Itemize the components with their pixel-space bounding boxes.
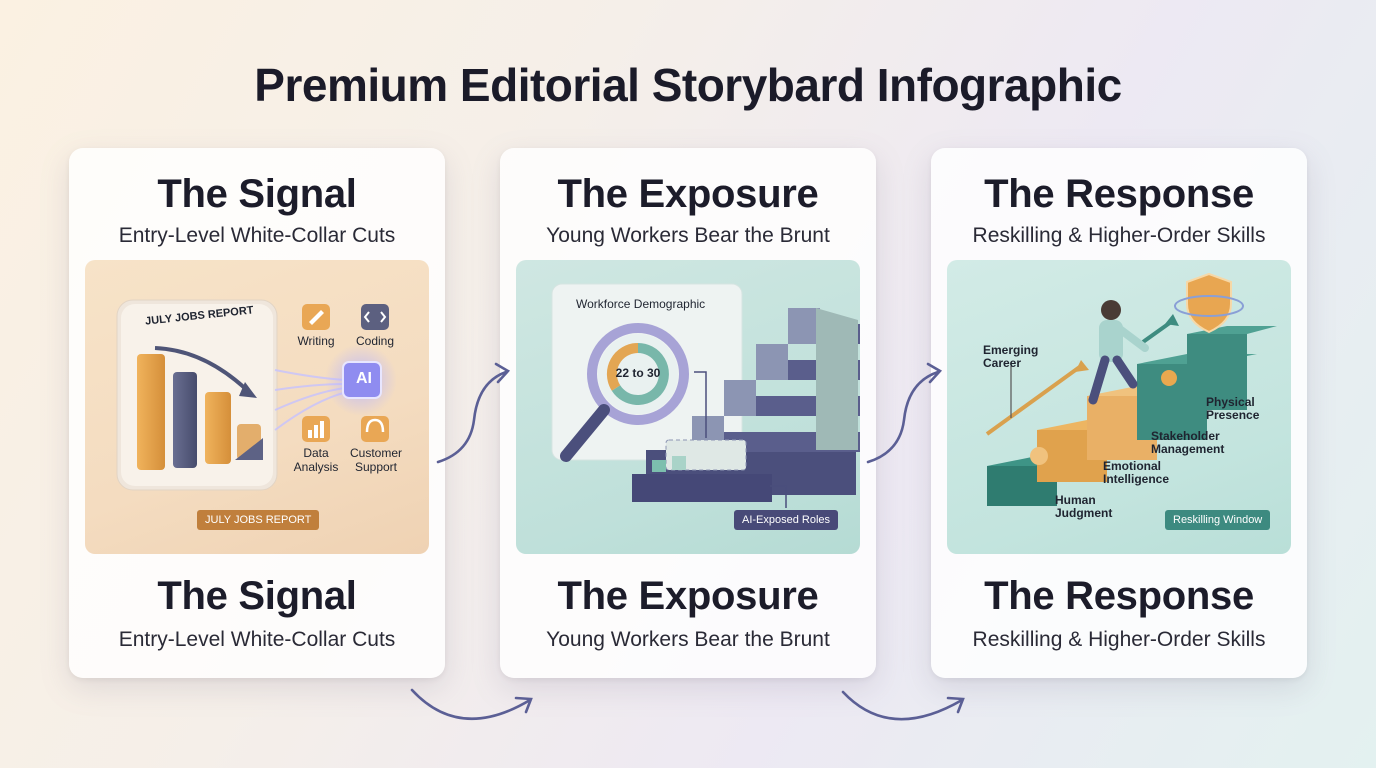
user-icon	[1161, 370, 1177, 386]
category-coding: Coding	[355, 334, 395, 348]
arrow-icon	[514, 696, 533, 714]
arrow-icon	[410, 688, 532, 720]
arrow-icon	[866, 370, 940, 464]
emerging-career-label: Emerging Career	[983, 343, 1039, 370]
bar-2	[173, 372, 197, 468]
panel-signal: The Signal Entry-Level White-Collar Cuts	[69, 148, 445, 678]
head-icon	[1030, 447, 1048, 465]
report-tag: JULY JOBS REPORT	[197, 510, 320, 530]
step-emotional-intelligence: Emotional Intelligence	[1103, 459, 1170, 486]
panel-footer-title: The Signal	[157, 574, 357, 618]
shield-icon	[1186, 272, 1232, 334]
bar-3	[205, 392, 231, 464]
panel-title: The Exposure	[557, 172, 819, 216]
demographic-label: Workforce Demographic	[576, 297, 706, 311]
page-title: Premium Editorial Storybard Infographic	[254, 59, 1122, 111]
panel-footer-title: The Exposure	[557, 574, 819, 618]
panel-subtitle: Young Workers Bear the Brunt	[546, 224, 830, 247]
category-data-analysis: Data Analysis	[293, 446, 339, 474]
coding-icon	[361, 304, 389, 330]
response-illustration: Emerging Career Human Judgment Emotional…	[947, 260, 1291, 554]
magnifier-icon	[560, 323, 689, 462]
panel-response: The Response Reskilling & Higher-Order S…	[931, 148, 1307, 678]
panel-footer-subtitle: Young Workers Bear the Brunt	[546, 628, 830, 651]
exposure-illustration: Workforce Demographic 22 to 30 AI-Expose…	[516, 260, 860, 554]
panel-subtitle: Entry-Level White-Collar Cuts	[118, 224, 396, 247]
ai-chip	[342, 361, 382, 399]
step-stakeholder-management: Stakeholder Management	[1151, 429, 1225, 456]
category-writing: Writing	[297, 334, 335, 348]
panel-footer-subtitle: Entry-Level White-Collar Cuts	[118, 628, 396, 651]
panel-title: The Signal	[157, 172, 357, 216]
arrow-icon	[436, 370, 508, 464]
bar-1	[137, 354, 165, 470]
age-range: 22 to 30	[615, 366, 661, 380]
exposed-roles-tag: AI-Exposed Roles	[734, 510, 839, 530]
decline-arrow-icon	[154, 346, 251, 394]
panel-exposure: The Exposure Young Workers Bear the Brun…	[500, 148, 876, 678]
panel-footer-subtitle: Reskilling & Higher-Order Skills	[972, 628, 1266, 651]
reskilling-window-tag: Reskilling Window	[1165, 510, 1271, 530]
growth-arrow-icon	[985, 364, 1083, 436]
step-physical-presence: Physical Presence	[1206, 395, 1260, 422]
panel-footer-title: The Response	[984, 574, 1254, 618]
person-climbing	[1088, 300, 1149, 405]
ai-label: AI	[356, 370, 372, 387]
category-customer-support: Customer Support	[349, 446, 402, 474]
signal-illustration: JULY JOBS REPORT AI Writing Coding Data …	[85, 260, 429, 554]
step-human-judgment: Human Judgment	[1055, 493, 1113, 520]
panel-subtitle: Reskilling & Higher-Order Skills	[972, 224, 1266, 247]
arrow-icon	[946, 696, 965, 714]
arrow-icon	[841, 690, 964, 721]
skill-steps	[987, 326, 1277, 506]
panel-title: The Response	[984, 172, 1254, 216]
